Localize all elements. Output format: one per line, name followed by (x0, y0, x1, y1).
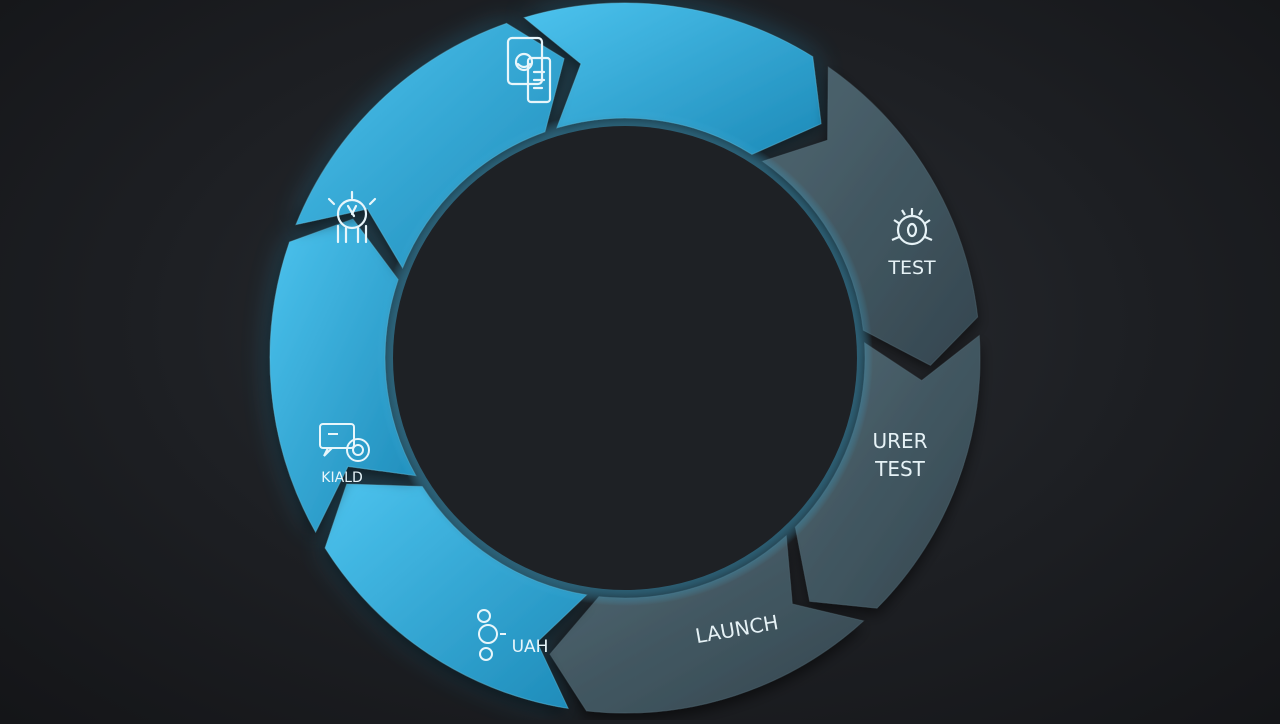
stage-0-content (506, 36, 552, 104)
stage-5-content: KIALD (319, 423, 370, 486)
stage-2-content: URER TEST (872, 429, 927, 481)
figure-icon (477, 609, 506, 661)
stage-6-content (327, 190, 377, 244)
chat-settings-icon (319, 423, 370, 462)
stage-5-label: KIALD (321, 470, 362, 486)
stage-2-label-line: TEST (874, 457, 926, 481)
idea-bug-icon (327, 190, 377, 244)
stage-1-content: TEST (887, 208, 936, 279)
gear-face-icon (891, 208, 933, 246)
stage-4-content: UAH (477, 609, 549, 661)
stage-2-label: URER TEST (872, 429, 927, 481)
stage-2-label-line: URER (872, 429, 927, 453)
stage-1-label: TEST (887, 257, 936, 279)
mobile-app-icon (506, 36, 552, 104)
center-hole (393, 126, 857, 590)
cycle-segments (269, 2, 981, 714)
stage-4-label: UAH (512, 637, 549, 657)
